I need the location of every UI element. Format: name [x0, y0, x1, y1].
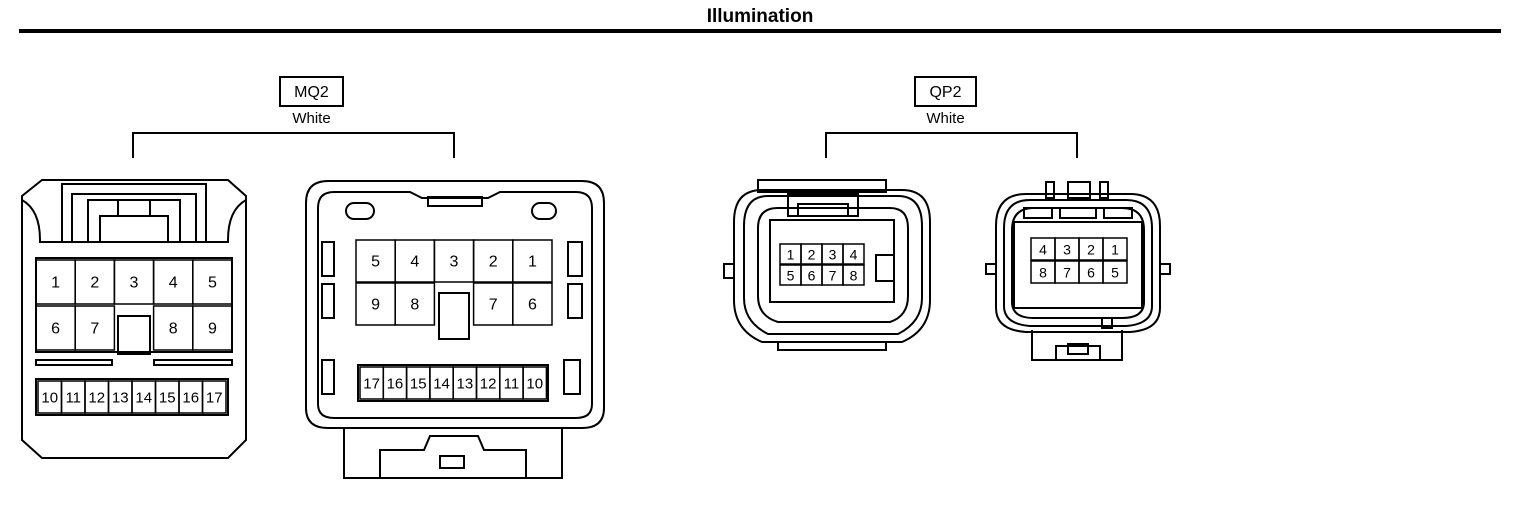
pin-number: 16 — [182, 390, 199, 407]
pin-number: 6 — [51, 321, 60, 338]
pin-number: 12 — [88, 390, 105, 407]
pin-number: 10 — [41, 390, 58, 407]
pin-cell — [522, 366, 548, 400]
pin-number: 13 — [457, 376, 474, 393]
pin-number: 12 — [480, 376, 497, 393]
pin-number: 1 — [528, 254, 537, 271]
pin-number: 1 — [51, 275, 60, 292]
pin-number: 14 — [433, 376, 450, 393]
pin-cell — [201, 380, 227, 414]
pin-number: 3 — [450, 254, 459, 271]
pin-number: 7 — [489, 297, 498, 314]
pin-number: 14 — [135, 390, 152, 407]
pin-cell — [842, 264, 865, 286]
mq2-right-bottom-pins: 17 16 15 14 13 12 11 10 — [359, 366, 548, 400]
pin-cell — [512, 282, 553, 326]
pin-cell — [192, 305, 233, 351]
pin-number: 9 — [371, 297, 380, 314]
pin-number: 7 — [829, 268, 837, 284]
mq2-left-top-pins: 1 2 3 4 5 — [35, 259, 233, 305]
pin-number: 9 — [208, 321, 217, 338]
pin-number: 16 — [387, 376, 404, 393]
pin-number: 2 — [1087, 242, 1095, 258]
qp2-connector-right — [985, 181, 1171, 361]
qp2-label-box — [914, 76, 977, 107]
pin-cell — [842, 243, 865, 265]
pin-number: 7 — [90, 321, 99, 338]
pin-number: 5 — [208, 275, 217, 292]
pin-number: 3 — [1063, 242, 1071, 258]
pin-number: 10 — [526, 376, 543, 393]
pin-cell — [512, 239, 553, 283]
pin-number: 4 — [410, 254, 419, 271]
pin-number: 13 — [112, 390, 129, 407]
pin-number: 8 — [169, 321, 178, 338]
pin-number: 7 — [1063, 265, 1071, 281]
mq2-right-mid-pins: 9 8 7 6 — [355, 282, 553, 340]
pin-cell — [192, 259, 233, 305]
diagram-title: Illumination — [707, 6, 814, 27]
pin-number: 17 — [363, 376, 380, 393]
pin-number: 2 — [808, 247, 816, 263]
pin-number: 4 — [169, 275, 178, 292]
pin-number: 2 — [90, 275, 99, 292]
pin-number: 3 — [829, 247, 837, 263]
mq2-color-label: White — [292, 110, 330, 127]
pin-number: 5 — [787, 268, 795, 284]
pin-cell — [74, 305, 116, 351]
qp2-bracket — [825, 132, 1078, 158]
mq2-left-bottom-pins: 10 11 12 13 14 15 16 17 — [37, 380, 227, 414]
pin-cell — [394, 282, 436, 326]
mq2-bracket — [132, 132, 455, 158]
pin-number: 2 — [489, 254, 498, 271]
pin-number: 11 — [504, 376, 520, 393]
pin-number: 11 — [65, 390, 81, 407]
qp2-connector-left — [723, 179, 931, 351]
pin-number: 4 — [850, 247, 858, 263]
pin-number: 17 — [206, 390, 223, 407]
pin-number: 6 — [528, 297, 537, 314]
title-rule — [19, 29, 1501, 33]
mq2-label-box — [279, 76, 344, 107]
pin-number: 3 — [130, 275, 139, 292]
pin-number: 15 — [410, 376, 427, 393]
pin-number: 4 — [1039, 242, 1047, 258]
pin-number: 8 — [850, 268, 858, 284]
qp2-label: QP2 — [929, 84, 961, 101]
mq2-connector-right — [305, 180, 605, 479]
pin-number: 6 — [1087, 265, 1095, 281]
pin-cavity-key — [117, 315, 151, 355]
pin-number: 1 — [787, 247, 795, 263]
pin-number: 1 — [1111, 242, 1119, 258]
qp2-color-label: White — [926, 110, 964, 127]
mq2-left-mid-pins: 6 7 8 9 — [35, 305, 233, 355]
pin-cavity-key — [438, 292, 470, 340]
pin-number: 5 — [1111, 265, 1119, 281]
mq2-right-top-pins: 5 4 3 2 1 — [355, 239, 553, 283]
mq2-connector-left — [21, 179, 247, 459]
pin-number: 8 — [1039, 265, 1047, 281]
pin-number: 6 — [808, 268, 816, 284]
mq2-label: MQ2 — [294, 84, 329, 101]
pin-cell — [1102, 260, 1128, 284]
pin-cell — [1102, 237, 1128, 261]
pin-number: 5 — [371, 254, 380, 271]
pin-number: 8 — [410, 297, 419, 314]
pin-number: 15 — [159, 390, 176, 407]
